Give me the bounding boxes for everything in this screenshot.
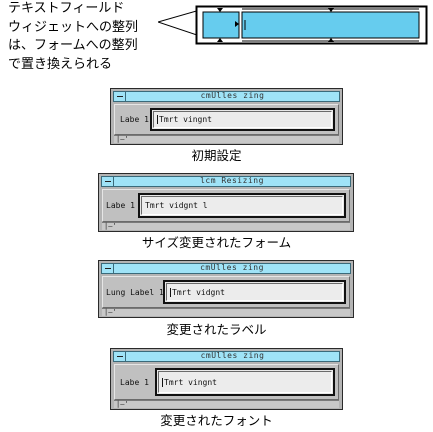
window-title: cmUlles zing [200, 91, 265, 100]
arrow-down-right [328, 38, 334, 42]
window-changed-font: cmUlles zing Labe 1 Tmrt vingnt |—' [110, 348, 343, 410]
text-cursor [170, 287, 171, 297]
form-area: Lung Label 1 Tmrt vidgnt [102, 276, 350, 308]
text-field-inner [141, 196, 343, 215]
callout-lines [158, 9, 200, 37]
annotation-text: テキストフィールド ウィジェットへの整列 は、フォームへの整列 で置き換えられる [8, 0, 198, 74]
caption-changed-font: 変更されたフォント [160, 413, 273, 428]
form-area: Labe 1 Tmrt vingnt [114, 104, 339, 135]
annotation-line: テキストフィールド [8, 1, 125, 16]
text-cursor [157, 115, 158, 124]
window-menu-icon[interactable] [103, 177, 114, 186]
form-area: Labe 1 Tmrt vidgnt l [102, 189, 350, 222]
text-field-inner [158, 371, 332, 393]
caption-resized-form: サイズ変更されたフォーム [141, 235, 292, 250]
title-bar[interactable]: cmUlles zing [113, 351, 340, 362]
text-field-inner [153, 111, 332, 128]
footer-glyph: |—' [104, 308, 117, 316]
window-title: lcm Resizing [200, 176, 264, 185]
window-title: cmUlles zing [200, 263, 264, 272]
arrow-up-right [328, 8, 334, 12]
window-resized-form: lcm Resizing Labe 1 Tmrt vidgnt l |—' [98, 173, 354, 232]
window-menu-icon[interactable] [103, 264, 114, 273]
title-bar[interactable]: lcm Resizing [101, 176, 351, 187]
footer-glyph: |—' [104, 222, 117, 230]
text-field-value: Tmrt vingnt [162, 370, 217, 394]
text-cursor [162, 377, 163, 387]
arrow-down-left [217, 38, 223, 42]
label-widget: Labe 1 [120, 115, 149, 124]
text-field-value: Tmrt vidgnt [170, 282, 225, 302]
text-field-value: Tmrt vidgnt l [145, 195, 208, 216]
window-footer: |—' [114, 135, 339, 143]
caption-initial: 初期設定 [191, 148, 242, 163]
title-bar[interactable]: cmUlles zing [101, 263, 351, 274]
window-footer: |—' [102, 308, 350, 316]
window-menu-icon[interactable] [115, 352, 126, 361]
callout-line-lower [158, 21, 200, 37]
text-field-text: Tmrt vidgnt [172, 287, 225, 297]
arrow-up-left [217, 8, 223, 12]
footer-glyph: |—' [116, 135, 129, 143]
textfield-box [241, 11, 420, 39]
text-field[interactable]: Tmrt vidgnt [163, 280, 346, 304]
label-widget: Lung Label 1 [106, 287, 164, 297]
text-field-inner [166, 283, 343, 301]
arrow-right-label [235, 21, 239, 27]
window-footer: |—' [114, 400, 339, 408]
text-field[interactable]: Tmrt vingnt [150, 108, 335, 131]
annotation-line: は、フォームへの整列 [8, 38, 138, 53]
window-footer: |—' [102, 222, 350, 230]
text-field-value: Tmrt vingnt [157, 110, 212, 129]
caption-changed-label: 変更されたラベル [166, 322, 267, 337]
text-field-text: Tmrt vingnt [164, 377, 217, 387]
callout-line-upper [158, 9, 200, 23]
label-widget: Labe 1 [106, 201, 135, 210]
window-menu-icon[interactable] [115, 92, 126, 101]
window-changed-label: cmUlles zing Lung Label 1 Tmrt vidgnt |—… [98, 260, 354, 318]
label-widget: Labe 1 [120, 377, 149, 387]
annotation-line: で置き換えられる [8, 56, 113, 72]
window-title: cmUlles zing [200, 351, 265, 360]
footer-glyph: |—' [116, 400, 129, 408]
text-field-text: Tmrt vingnt [159, 115, 212, 124]
title-bar[interactable]: cmUlles zing [113, 91, 340, 102]
label-box [202, 11, 240, 39]
text-field[interactable]: Tmrt vidgnt l [138, 193, 346, 218]
attachment-diagram [195, 5, 428, 45]
form-area: Labe 1 Tmrt vingnt [114, 364, 339, 400]
text-field[interactable]: Tmrt vingnt [155, 368, 335, 396]
annotation-line: ウィジェットへの整列 [8, 19, 139, 35]
text-field-text: Tmrt vidgnt l [145, 201, 208, 210]
window-initial: cmUlles zing Labe 1 Tmrt vingnt |—' [110, 88, 343, 145]
